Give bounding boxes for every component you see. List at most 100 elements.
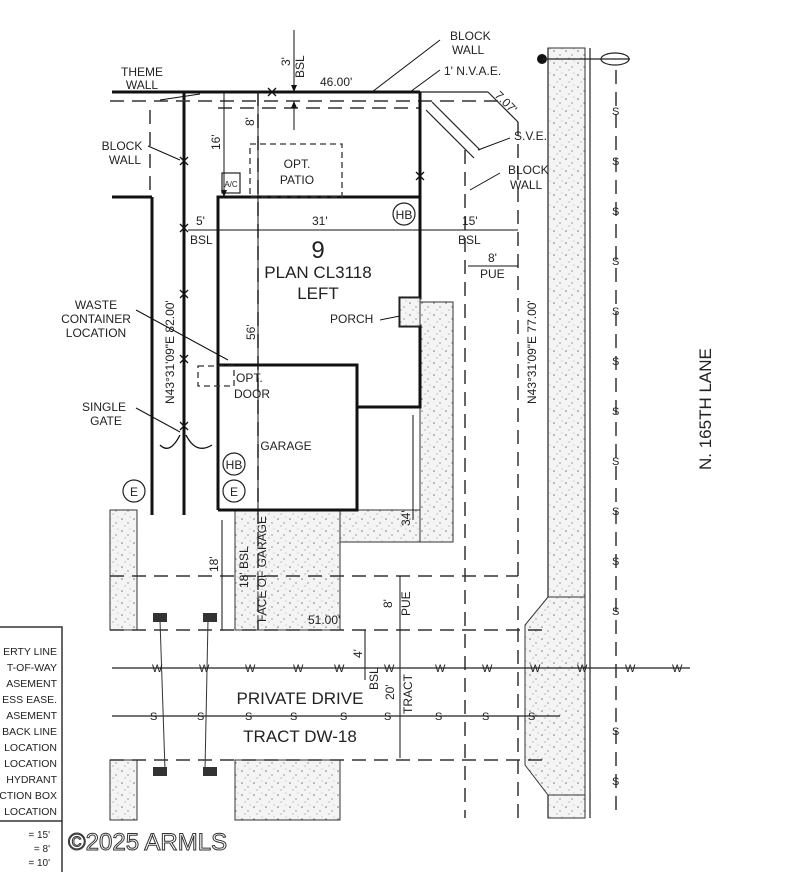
- legend-extra: = 15': [28, 830, 50, 841]
- s-marker: S: [612, 206, 619, 218]
- single-gate-label: SINGLE: [82, 400, 126, 414]
- legend-item: LOCATION: [4, 758, 57, 770]
- legend-item: T-OF-WAY: [7, 662, 57, 674]
- ac-label: A/C: [224, 180, 238, 189]
- legend: ERTY LINE T-OF-WAY ASEMENT ESS EASE. ASE…: [0, 626, 63, 872]
- s-marker: S: [245, 711, 252, 723]
- s-marker: S: [197, 711, 204, 723]
- water-markers: W W W W W W W W W W W W: [152, 663, 683, 675]
- opt-patio-label: OPT.: [284, 157, 311, 171]
- dim-8: 8': [243, 117, 257, 126]
- dim-bsl-right: BSL: [458, 233, 481, 247]
- tract-label: TRACT DW-18: [243, 727, 357, 746]
- plan-name: PLAN CL3118: [264, 263, 371, 282]
- s-marker: S: [612, 506, 619, 518]
- block-wall-label: WALL: [109, 153, 142, 167]
- watermark: ©2025 ARMLS: [68, 829, 227, 856]
- sewer-markers: S S S S S S S S S: [150, 711, 535, 723]
- w-marker: W: [152, 663, 163, 675]
- theme-wall-label: WALL: [126, 78, 159, 92]
- bearing-right: N43°31'09"E 77.00': [525, 300, 539, 404]
- legend-item: ESS EASE.: [2, 694, 57, 706]
- dim-4: 4': [351, 649, 365, 658]
- s-marker: S: [612, 556, 619, 568]
- s-marker: S: [612, 606, 619, 618]
- service-laterals: [159, 619, 209, 771]
- dim-pue-front: PUE: [399, 591, 413, 616]
- w-marker: W: [530, 663, 541, 675]
- neighbor-drive: [109, 509, 138, 631]
- s-marker: S: [612, 156, 619, 168]
- w-marker: W: [435, 663, 446, 675]
- street-name: N. 165TH LANE: [696, 348, 715, 470]
- street-sidewalk: [524, 47, 630, 819]
- dim-31: 31': [312, 214, 328, 228]
- opt-patio-label: PATIO: [280, 173, 314, 187]
- dim-bsl-4: BSL: [367, 667, 381, 690]
- w-marker: W: [482, 663, 493, 675]
- dim-18: 18': [207, 556, 221, 572]
- w-marker: W: [334, 663, 345, 675]
- e-label: E: [230, 485, 238, 499]
- waste-label: LOCATION: [66, 326, 126, 340]
- s-marker: S: [290, 711, 297, 723]
- dim-pue-8: 8': [488, 251, 497, 265]
- s-marker: S: [612, 726, 619, 738]
- single-gate-label: GATE: [90, 414, 122, 428]
- block-wall-label: BLOCK: [508, 163, 549, 177]
- dimension-lines: [135, 30, 518, 758]
- ac-unit: [221, 172, 241, 194]
- meter-boxes: [153, 613, 217, 776]
- dim-51: 51.00': [308, 613, 340, 627]
- dim-3: 3': [279, 57, 293, 66]
- porch-label: PORCH: [330, 312, 373, 326]
- s-marker: S: [612, 406, 619, 418]
- bearing-left: N43°31'09"E 82.00': [163, 300, 177, 404]
- walkway-side: [419, 301, 454, 543]
- s-marker: S: [528, 711, 535, 723]
- lot-number: 9: [311, 237, 324, 264]
- s-marker: S: [612, 456, 619, 468]
- s-marker: S: [612, 776, 619, 788]
- street-sewer-markers: S S S S S S S S S S S S S: [612, 106, 619, 788]
- driveway-south: [234, 759, 341, 821]
- w-marker: W: [199, 663, 210, 675]
- w-marker: W: [245, 663, 256, 675]
- legend-extra: = 8': [34, 844, 50, 855]
- block-wall-label: BLOCK: [450, 29, 491, 43]
- dim-46: 46.00': [320, 75, 352, 89]
- w-marker: W: [625, 663, 636, 675]
- e-label: E: [130, 485, 138, 499]
- dim-tract: TRACT: [401, 673, 415, 714]
- dim-56: 56': [244, 324, 258, 340]
- dim-34: 34': [399, 510, 413, 526]
- theme-wall-label: THEME: [121, 65, 163, 79]
- hose-bib-symbol: HB HB: [222, 202, 416, 476]
- dim-18-bsl: 18' BSL: [237, 546, 251, 588]
- dim-pue-front-8: 8': [381, 599, 395, 608]
- w-marker: W: [672, 663, 683, 675]
- legend-item: CTION BOX: [0, 790, 57, 802]
- dim-16: 16': [209, 134, 223, 150]
- s-marker: S: [612, 356, 619, 368]
- waste-label: CONTAINER: [61, 312, 131, 326]
- dim-20: 20': [383, 684, 397, 700]
- lot-boundaries: [110, 90, 548, 818]
- s-marker: S: [150, 711, 157, 723]
- dim-bsl: BSL: [293, 55, 307, 78]
- private-drive-label: PRIVATE DRIVE: [237, 689, 364, 708]
- w-marker: W: [577, 663, 588, 675]
- legend-extra: = 10': [28, 858, 50, 869]
- face-of-garage-label: FACE OF GARAGE: [255, 516, 269, 622]
- legend-item: HYDRANT: [6, 774, 57, 786]
- s-marker: S: [612, 306, 619, 318]
- w-marker: W: [384, 663, 395, 675]
- legend-item: ERTY LINE: [3, 646, 57, 658]
- neighbor-drive-south: [109, 759, 138, 821]
- s-marker: S: [435, 711, 442, 723]
- w-marker: W: [293, 663, 304, 675]
- opt-door-label: DOOR: [234, 387, 270, 401]
- dim-5: 5': [196, 214, 205, 228]
- s-marker: S: [612, 106, 619, 118]
